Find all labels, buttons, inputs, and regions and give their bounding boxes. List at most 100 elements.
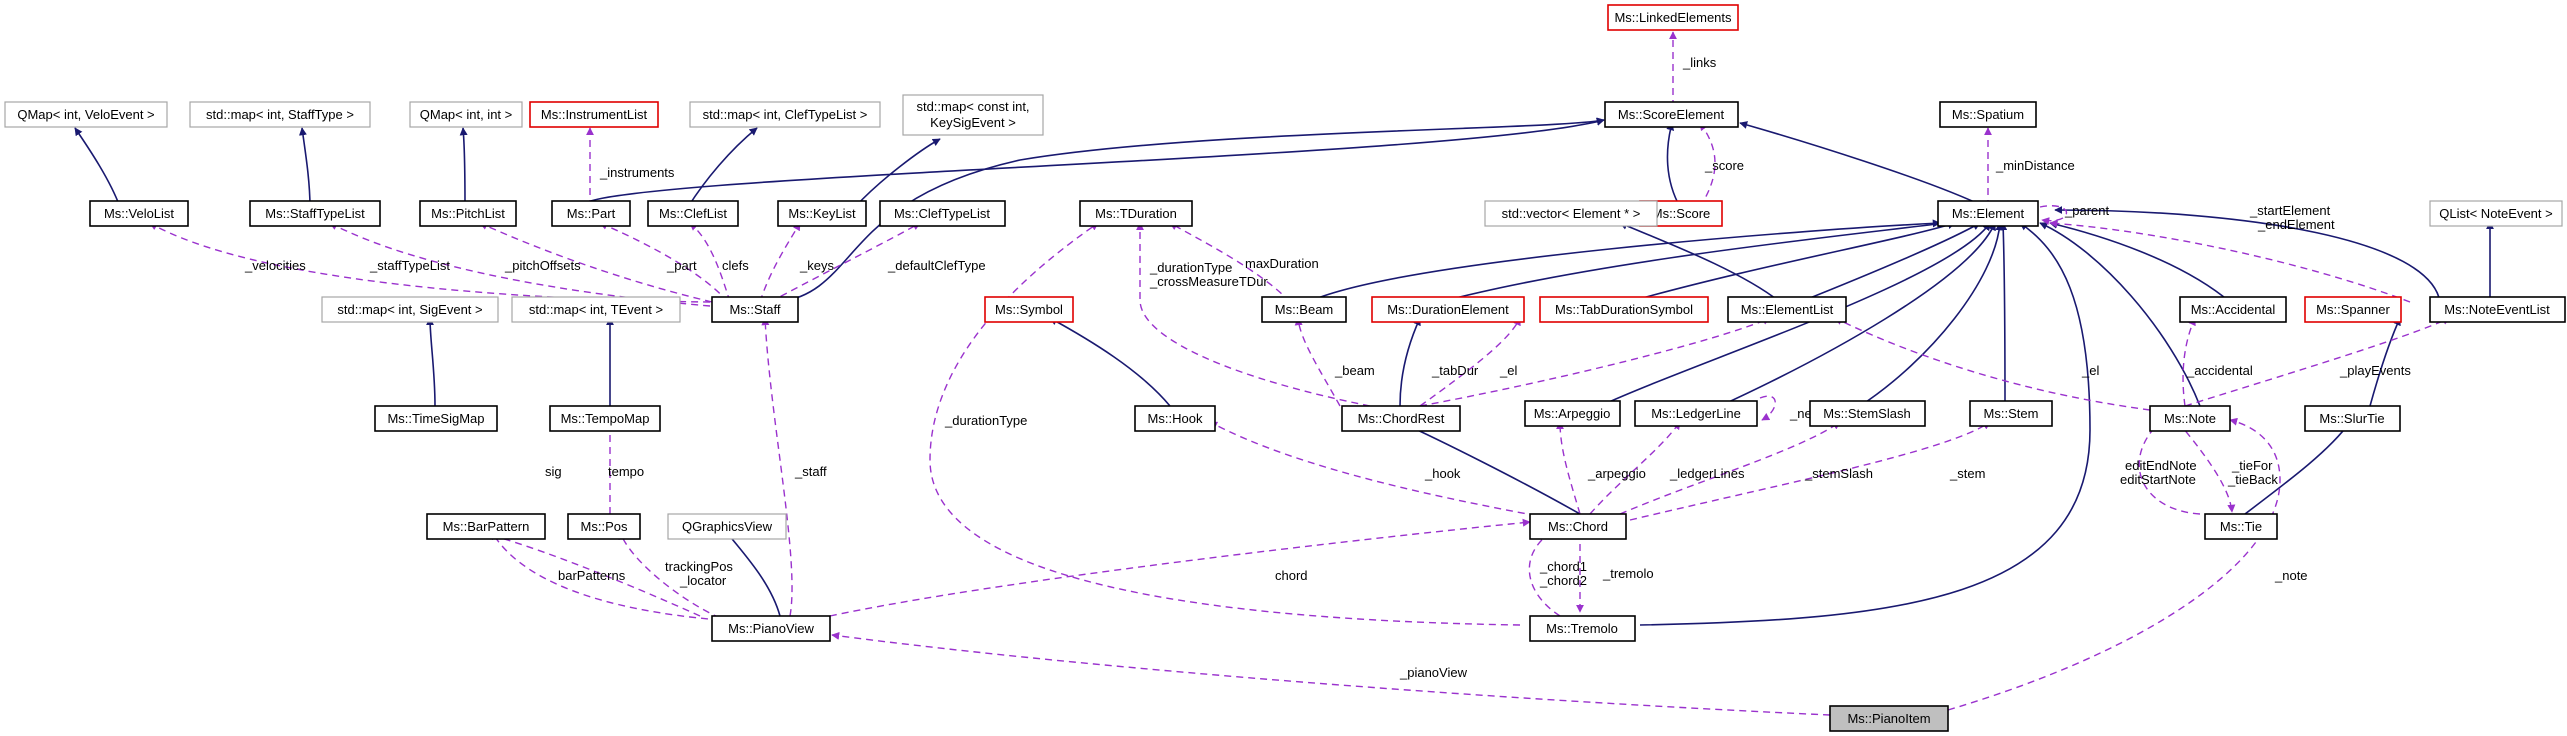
edge-pitchoffsets [479, 222, 713, 303]
node-staff-type-list[interactable]: Ms::StaffTypeList [249, 200, 381, 227]
svg-text:Ms::Score: Ms::Score [1652, 206, 1711, 221]
edge-tiefor [2177, 421, 2236, 513]
node-bar-pattern[interactable]: Ms::BarPattern [426, 513, 546, 540]
label-accidental: _accidental [2186, 363, 2253, 378]
node-spatium[interactable]: Ms::Spatium [1939, 101, 2037, 128]
node-map-clef[interactable]: std::map< int, ClefTypeList > [689, 101, 881, 128]
node-note[interactable]: Ms::Note [2149, 405, 2231, 432]
node-piano-view[interactable]: Ms::PianoView [711, 615, 831, 642]
node-key-list[interactable]: Ms::KeyList [777, 200, 867, 227]
label-score: _score [1704, 158, 1744, 173]
label-ledgerlines: _ledgerLines [1669, 466, 1745, 481]
svg-text:Ms::Spanner: Ms::Spanner [2316, 302, 2390, 317]
edge-arpeggio [1556, 421, 1581, 515]
node-hook[interactable]: Ms::Hook [1134, 405, 1216, 432]
svg-text:Ms::Spatium: Ms::Spatium [1952, 107, 2024, 122]
node-qmap-velo[interactable]: QMap< int, VeloEvent > [4, 101, 168, 128]
edge-slurtie-spanner [2369, 317, 2401, 407]
node-arpeggio[interactable]: Ms::Arpeggio [1524, 400, 1621, 427]
node-stem-slash[interactable]: Ms::StemSlash [1809, 400, 1926, 427]
label-barpatterns: barPatterns [558, 568, 626, 583]
node-qgraphics-view[interactable]: QGraphicsView [667, 513, 787, 540]
label-staff: _staff [794, 464, 827, 479]
node-slur-tie[interactable]: Ms::SlurTie [2304, 405, 2401, 432]
svg-text:Ms::Tremolo: Ms::Tremolo [1546, 621, 1618, 636]
label-maxduration: maxDuration [1245, 256, 1319, 271]
edge-beam-element [1307, 219, 1941, 303]
svg-text:std::map< int, StaffType >: std::map< int, StaffType > [206, 107, 354, 122]
label-crossmeasure: _crossMeasureTDur [1149, 274, 1268, 289]
label-pitchoffsets: _pitchOffsets [504, 258, 581, 273]
node-spanner[interactable]: Ms::Spanner [2304, 296, 2402, 323]
label-durationtype2: _durationType [944, 413, 1027, 428]
node-tempo-map[interactable]: Ms::TempoMap [549, 405, 661, 432]
node-time-sig-map[interactable]: Ms::TimeSigMap [374, 405, 498, 432]
edge-durationelement-element [1439, 219, 1946, 303]
svg-text:QMap< int, int >: QMap< int, int > [420, 107, 513, 122]
node-map-tevent[interactable]: std::map< int, TEvent > [511, 296, 681, 323]
node-stem[interactable]: Ms::Stem [1969, 400, 2053, 427]
node-accidental[interactable]: Ms::Accidental [2179, 296, 2287, 323]
svg-text:Ms::Note: Ms::Note [2164, 411, 2216, 426]
node-vector-element[interactable]: std::vector< Element * > [1484, 200, 1658, 227]
edge-barpatterns [491, 531, 721, 621]
node-pitch-list[interactable]: Ms::PitchList [419, 200, 517, 227]
node-beam[interactable]: Ms::Beam [1261, 296, 1347, 323]
svg-text:Ms::Accidental: Ms::Accidental [2191, 302, 2276, 317]
edge-sig [469, 527, 701, 617]
svg-text:Ms::ChordRest: Ms::ChordRest [1358, 411, 1445, 426]
label-tieback: _tieBack [2227, 472, 2278, 487]
svg-text:Ms::DurationElement: Ms::DurationElement [1387, 302, 1509, 317]
edge-velolist-qmap [74, 127, 121, 208]
node-ledger-line[interactable]: Ms::LedgerLine [1634, 400, 1758, 427]
svg-text:Ms::TempoMap: Ms::TempoMap [561, 411, 650, 426]
node-qmap-int[interactable]: QMap< int, int > [409, 101, 523, 128]
node-clef-list[interactable]: Ms::ClefList [647, 200, 739, 227]
svg-text:Ms::SlurTie: Ms::SlurTie [2319, 411, 2384, 426]
svg-text:std::map< const int,: std::map< const int, [916, 99, 1029, 114]
label-defaultclef: _defaultClefType [887, 258, 986, 273]
node-pos[interactable]: Ms::Pos [567, 513, 641, 540]
edge-elementlist-vector [1619, 222, 1781, 303]
label-parent: _parent [2064, 203, 2109, 218]
node-instrument-list[interactable]: Ms::InstrumentList [529, 101, 659, 128]
node-part[interactable]: Ms::Part [551, 200, 631, 227]
node-chord-rest[interactable]: Ms::ChordRest [1341, 405, 1461, 432]
label-hook: _hook [1424, 466, 1461, 481]
edge-score-scoreelement [1666, 122, 1681, 208]
svg-text:Ms::Staff: Ms::Staff [729, 302, 780, 317]
usage-edges [149, 31, 2451, 716]
node-piano-item[interactable]: Ms::PianoItem [1829, 705, 1949, 732]
node-clef-type-list[interactable]: Ms::ClefTypeList [879, 200, 1006, 227]
node-element[interactable]: Ms::Element [1937, 200, 2039, 227]
node-score[interactable]: Ms::Score [1639, 200, 1723, 227]
node-note-event-list[interactable]: Ms::NoteEventList [2429, 296, 2566, 323]
node-map-sig[interactable]: std::map< int, SigEvent > [321, 296, 499, 323]
edge-chordrest-durationelement [1399, 317, 1421, 407]
edge-tabdur [1419, 317, 1521, 407]
node-chord[interactable]: Ms::Chord [1529, 513, 1627, 540]
edge-chord1 [1528, 529, 1561, 617]
edge-pianoview [831, 631, 1831, 716]
svg-text:QMap< int, VeloEvent >: QMap< int, VeloEvent > [17, 107, 154, 122]
node-tremolo[interactable]: Ms::Tremolo [1529, 615, 1636, 642]
node-linked-elements[interactable]: Ms::LinkedElements [1607, 4, 1739, 31]
node-map-stafftype[interactable]: std::map< int, StaffType > [189, 101, 371, 128]
node-qlist-note-event[interactable]: QList< NoteEvent > [2429, 200, 2563, 227]
node-tie[interactable]: Ms::Tie [2204, 513, 2278, 540]
label-pianoview: _pianoView [1399, 665, 1468, 680]
node-symbol[interactable]: Ms::Symbol [984, 296, 1074, 323]
node-velo-list[interactable]: Ms::VeloList [89, 200, 189, 227]
edge-tremolo-element [1639, 222, 2091, 626]
node-map-keysig[interactable]: std::map< const int,KeySigEvent > [902, 94, 1044, 136]
node-tduration[interactable]: Ms::TDuration [1079, 200, 1193, 227]
node-duration-element[interactable]: Ms::DurationElement [1371, 296, 1525, 323]
edge-accidental [2182, 317, 2196, 407]
node-element-list[interactable]: Ms::ElementList [1727, 296, 1847, 323]
node-staff[interactable]: Ms::Staff [711, 296, 799, 323]
label-el1: _el [1499, 363, 1517, 378]
node-tab-duration-symbol[interactable]: Ms::TabDurationSymbol [1539, 296, 1709, 323]
node-score-element[interactable]: Ms::ScoreElement [1604, 101, 1739, 128]
edge-ledgerlines [1589, 421, 1681, 515]
